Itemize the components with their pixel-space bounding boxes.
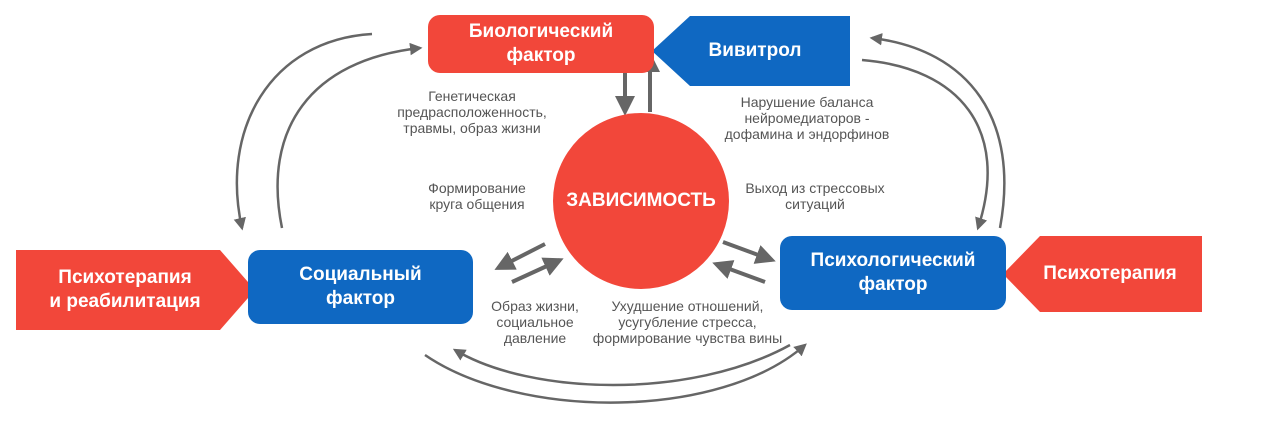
- arrow-psych-to-bio: [869, 33, 1006, 229]
- arrow-bio-to-social: [233, 32, 373, 231]
- annotation-stress-exit: Выход из стрессовых ситуаций: [745, 180, 885, 212]
- dependency-label: ЗАВИСИМОСТЬ: [566, 190, 716, 211]
- arrow-bio-to-psych: [861, 58, 989, 231]
- arrow-social-to-center: [511, 257, 564, 284]
- biological-factor-box: Биологический фактор: [428, 15, 654, 73]
- annotation-worsening: Ухудшение отношений, усугубление стресса…: [592, 298, 783, 346]
- annotation-circle-forming: Формирование круга общения: [428, 180, 526, 212]
- arrow-psych-to-center: [712, 260, 766, 284]
- arrow-social-to-psych: [424, 343, 807, 404]
- psychotherapy-rehab-shape: [16, 250, 255, 330]
- dependency-circle: ЗАВИСИМОСТЬ: [553, 113, 729, 289]
- psychotherapy-rehab-label: Психотерапия и реабилитация: [49, 267, 201, 312]
- arrow-center-to-psych: [722, 240, 776, 264]
- psychological-factor-box: Психологический фактор: [780, 236, 1006, 310]
- annotation-neuro: Нарушение баланса нейромедиаторов - дофа…: [724, 94, 890, 142]
- social-factor-box: Социальный фактор: [248, 250, 473, 324]
- arrow-psych-to-social: [452, 343, 791, 387]
- psychotherapy-shape: [1003, 236, 1202, 312]
- arrow-social-to-bio: [276, 42, 423, 229]
- vivitrol-shape: [652, 16, 850, 86]
- psychotherapy-label: Психотерапия: [1043, 263, 1177, 284]
- annotation-lifestyle: Образ жизни, социальное давление: [491, 298, 579, 346]
- arrow-center-to-social: [494, 242, 546, 270]
- vivitrol-label: Вивитрол: [708, 40, 802, 61]
- annotation-genetic: Генетическая предрасположенность, травмы…: [397, 88, 547, 136]
